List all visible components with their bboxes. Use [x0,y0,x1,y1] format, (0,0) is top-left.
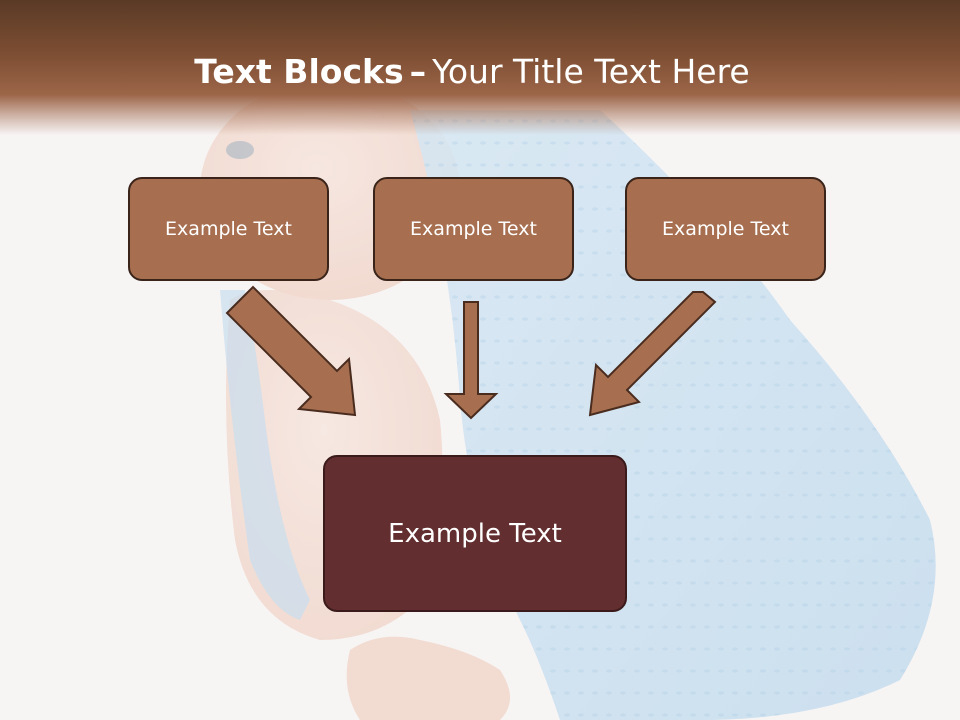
title-rest: Your Title Text Here [432,52,750,91]
header-band [0,0,960,135]
text-block-3-label: Example Text [662,218,789,240]
text-block-1[interactable]: Example Text [128,177,329,281]
arrow-center [443,301,499,420]
text-block-1-label: Example Text [165,218,292,240]
text-block-main[interactable]: Example Text [323,455,627,612]
arrow-right [588,291,717,417]
title-separator: – [409,52,427,91]
arrow-left [225,285,357,417]
text-block-3[interactable]: Example Text [625,177,826,281]
text-block-2[interactable]: Example Text [373,177,574,281]
text-block-main-label: Example Text [388,518,562,549]
slide-title: Text Blocks–Your Title Text Here [0,52,944,91]
text-block-2-label: Example Text [410,218,537,240]
title-bold: Text Blocks [194,52,404,91]
